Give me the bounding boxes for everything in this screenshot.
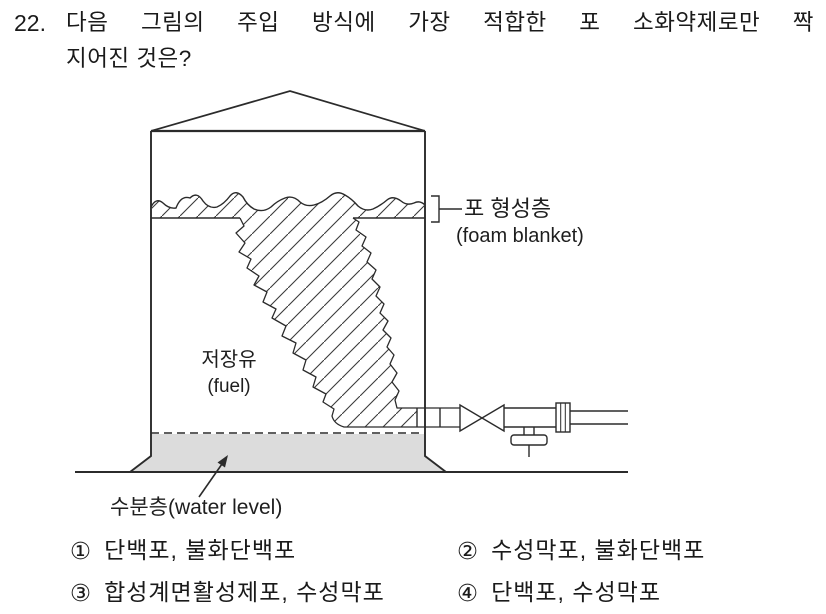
foam-plume-outline-right [352,217,460,409]
pipe-after-valve [504,407,556,428]
pipe-coupling [555,402,571,433]
option-2: ② 수성막포, 불화단백포 [457,537,705,565]
pipe-coupling-lines [560,403,566,432]
foam-blanket-fill [151,192,425,218]
water-level-label: 수분층(water level) [110,496,282,519]
option-3: ③ 합성계면활성제포, 수성막포 [70,579,385,607]
pipe-flange-lines [416,408,441,427]
foam-surface-wavy-line [150,192,426,212]
option-2-marker: ② [457,538,479,564]
question-number: 22. [14,10,46,36]
drain-stem [523,427,535,457]
option-1-label: 단백포, 불화단백포 [104,537,297,564]
drain-cap [510,434,548,446]
water-label-arrowhead [217,455,228,468]
option-3-marker: ③ [70,580,92,606]
tank-wall-left [129,131,152,473]
valve-left-triangle [459,403,484,433]
question-text-line1: 다음 그림의 주입 방식에 가장 적합한 포 소화약제로만 짝 [66,10,814,35]
tank-wall-right [424,131,447,473]
option-3-label: 합성계면활성제포, 수성막포 [104,579,385,606]
foam-blanket-label-en: (foam blanket) [456,225,584,247]
option-4: ④ 단백포, 수성막포 [457,579,661,607]
tank-roof [150,90,426,132]
valve-right-triangle [480,403,505,433]
option-1: ① 단백포, 불화단백포 [70,537,296,565]
foam-blanket-label-ko: 포 형성층 [464,196,551,221]
question-text-line2: 지어진 것은? [66,46,192,71]
foam-label-bracket [431,195,440,223]
water-label-arrow-line [198,463,223,498]
option-4-label: 단백포, 수성막포 [491,579,661,606]
option-1-marker: ① [70,538,92,564]
fuel-label-ko: 저장유 [201,348,256,371]
fuel-label-en: (fuel) [207,376,250,397]
option-4-marker: ④ [457,580,479,606]
foam-plume-outline-left [235,217,460,428]
water-layer [130,434,446,472]
option-2-label: 수성막포, 불화단백포 [491,537,706,564]
pipe-outlet [570,410,628,425]
foam-plume-fill [236,218,417,427]
